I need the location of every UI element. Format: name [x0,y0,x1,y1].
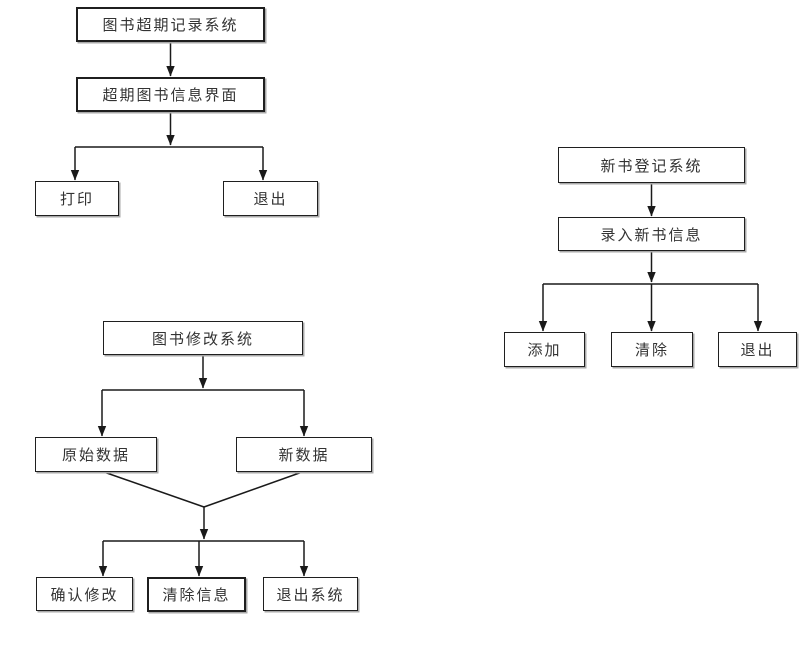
node-exit-overdue: 退出 [223,181,318,216]
node-confirm-modify: 确认修改 [36,577,133,611]
node-exit-register: 退出 [718,332,797,367]
node-new-book-register-system: 新书登记系统 [558,147,745,183]
node-exit-system: 退出系统 [263,577,358,611]
node-book-modify-system: 图书修改系统 [103,321,303,355]
node-new-data: 新数据 [236,437,372,472]
node-overdue-book-info-screen: 超期图书信息界面 [76,77,265,112]
node-enter-new-book-info: 录入新书信息 [558,217,745,251]
node-add: 添加 [504,332,585,367]
node-clear: 清除 [611,332,693,367]
node-print: 打印 [35,181,119,216]
node-book-overdue-record-system: 图书超期记录系统 [76,7,265,42]
node-clear-info: 清除信息 [147,577,246,612]
node-original-data: 原始数据 [35,437,157,472]
